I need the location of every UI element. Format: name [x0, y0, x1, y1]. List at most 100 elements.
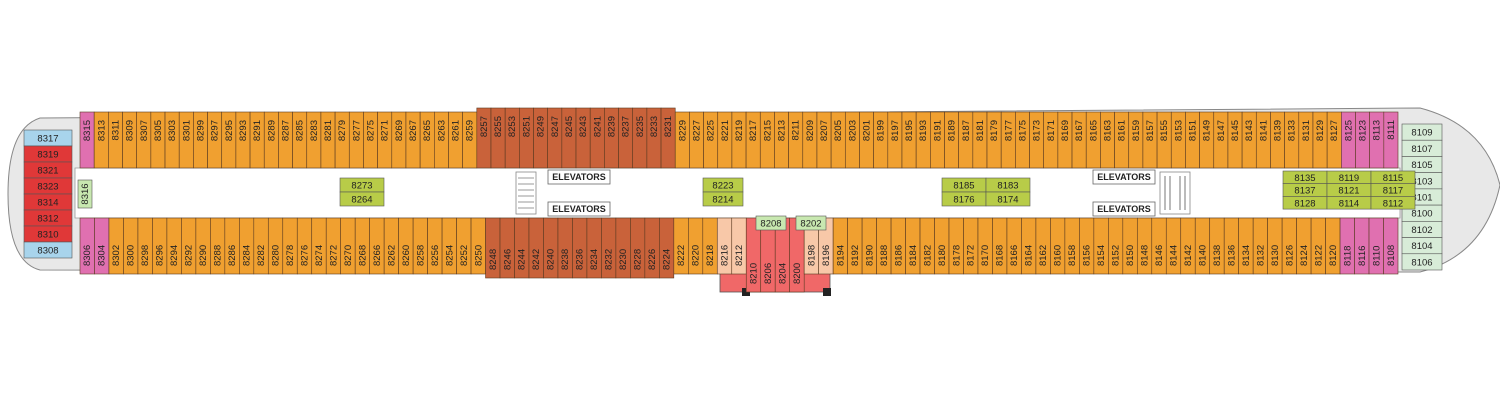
cabin-8208[interactable]: 8208	[755, 215, 787, 231]
cabin-8279[interactable]: 8279	[334, 111, 350, 169]
cabin-8147[interactable]: 8147	[1213, 111, 1229, 169]
cabin-8292[interactable]: 8292	[181, 217, 197, 275]
cabin-8130[interactable]: 8130	[1267, 217, 1283, 275]
cabin-8189[interactable]: 8189	[944, 111, 959, 169]
cabin-8227[interactable]: 8227	[689, 111, 704, 169]
cabin-8271[interactable]: 8271	[377, 111, 393, 169]
cabin-8132[interactable]: 8132	[1252, 217, 1268, 275]
cabin-8321[interactable]: 8321	[23, 161, 73, 179]
cabin-8222[interactable]: 8222	[673, 217, 689, 275]
cabin-8110[interactable]: 8110	[1368, 217, 1384, 275]
cabin-8135[interactable]: 8135	[1282, 170, 1328, 184]
cabin-8262[interactable]: 8262	[383, 217, 399, 275]
cabin-8261[interactable]: 8261	[448, 111, 463, 169]
cabin-8184[interactable]: 8184	[905, 217, 921, 275]
cabin-8218[interactable]: 8218	[702, 217, 718, 275]
cabin-8311[interactable]: 8311	[108, 111, 123, 169]
cabin-8289[interactable]: 8289	[263, 111, 279, 169]
cabin-8245[interactable]: 8245	[561, 107, 577, 169]
cabin-8214[interactable]: 8214	[702, 191, 744, 207]
cabin-8277[interactable]: 8277	[348, 111, 364, 169]
cabin-8205[interactable]: 8205	[830, 111, 846, 169]
cabin-8119[interactable]: 8119	[1326, 170, 1372, 184]
cabin-8144[interactable]: 8144	[1165, 217, 1182, 275]
cabin-8274[interactable]: 8274	[311, 217, 327, 275]
cabin-8188[interactable]: 8188	[876, 217, 892, 275]
cabin-8136[interactable]: 8136	[1223, 217, 1239, 275]
cabin-8217[interactable]: 8217	[745, 111, 761, 169]
cabin-8240[interactable]: 8240	[543, 217, 559, 279]
cabin-8243[interactable]: 8243	[575, 107, 591, 169]
cabin-8294[interactable]: 8294	[166, 217, 182, 275]
cabin-8254[interactable]: 8254	[441, 217, 457, 275]
cabin-8270[interactable]: 8270	[340, 217, 356, 275]
cabin-8152[interactable]: 8152	[1108, 217, 1124, 275]
cabin-8170[interactable]: 8170	[977, 217, 993, 275]
cabin-8139[interactable]: 8139	[1270, 111, 1285, 169]
cabin-8226[interactable]: 8226	[644, 217, 660, 279]
cabin-8209[interactable]: 8209	[802, 111, 818, 169]
cabin-8162[interactable]: 8162	[1035, 217, 1051, 275]
cabin-8181[interactable]: 8181	[972, 111, 988, 169]
cabin-8146[interactable]: 8146	[1151, 217, 1167, 275]
cabin-8247[interactable]: 8247	[547, 107, 563, 169]
cabin-8265[interactable]: 8265	[419, 111, 435, 169]
cabin-8102[interactable]: 8102	[1401, 221, 1443, 238]
cabin-8305[interactable]: 8305	[150, 111, 166, 169]
cabin-8215[interactable]: 8215	[759, 111, 775, 169]
cabin-8295[interactable]: 8295	[221, 111, 237, 169]
cabin-8317[interactable]: 8317	[23, 129, 73, 147]
cabin-8212[interactable]: 8212	[731, 217, 747, 275]
cabin-8202[interactable]: 8202	[795, 215, 827, 231]
cabin-8244[interactable]: 8244	[514, 217, 530, 279]
cabin-8309[interactable]: 8309	[122, 111, 137, 169]
cabin-8319[interactable]: 8319	[23, 145, 73, 163]
cabin-8115[interactable]: 8115	[1370, 170, 1416, 184]
cabin-8312[interactable]: 8312	[23, 209, 73, 227]
cabin-8172[interactable]: 8172	[963, 217, 979, 275]
cabin-8235[interactable]: 8235	[632, 107, 648, 169]
cabin-8221[interactable]: 8221	[717, 111, 733, 169]
cabin-8133[interactable]: 8133	[1284, 111, 1300, 169]
cabin-8290[interactable]: 8290	[195, 217, 211, 275]
cabin-8141[interactable]: 8141	[1255, 111, 1271, 169]
cabin-8300[interactable]: 8300	[123, 217, 139, 275]
cabin-8109[interactable]: 8109	[1401, 123, 1443, 141]
cabin-8260[interactable]: 8260	[398, 217, 414, 275]
cabin-8229[interactable]: 8229	[674, 111, 690, 169]
cabin-8191[interactable]: 8191	[930, 111, 945, 169]
cabin-8114[interactable]: 8114	[1326, 196, 1372, 210]
cabin-8111[interactable]: 8111	[1383, 111, 1399, 169]
cabin-8121[interactable]: 8121	[1326, 183, 1372, 197]
cabin-8234[interactable]: 8234	[586, 217, 602, 279]
cabin-8291[interactable]: 8291	[249, 111, 265, 169]
cabin-8310[interactable]: 8310	[23, 225, 73, 243]
cabin-8268[interactable]: 8268	[354, 217, 370, 275]
cabin-8238[interactable]: 8238	[557, 217, 573, 279]
cabin-8164[interactable]: 8164	[1021, 217, 1037, 275]
cabin-8281[interactable]: 8281	[320, 111, 336, 169]
cabin-8287[interactable]: 8287	[278, 111, 293, 169]
cabin-8228[interactable]: 8228	[630, 217, 646, 279]
cabin-8249[interactable]: 8249	[533, 107, 548, 169]
cabin-8106[interactable]: 8106	[1401, 253, 1443, 271]
cabin-8220[interactable]: 8220	[688, 217, 704, 275]
cabin-8314[interactable]: 8314	[23, 193, 73, 211]
cabin-8278[interactable]: 8278	[282, 217, 298, 275]
cabin-8233[interactable]: 8233	[646, 107, 662, 169]
cabin-8176[interactable]: 8176	[941, 191, 987, 207]
cabin-8230[interactable]: 8230	[615, 217, 631, 279]
cabin-8267[interactable]: 8267	[405, 111, 421, 169]
cabin-8192[interactable]: 8192	[847, 217, 863, 275]
cabin-8194[interactable]: 8194	[832, 217, 848, 275]
cabin-8112[interactable]: 8112	[1370, 196, 1416, 210]
cabin-8129[interactable]: 8129	[1312, 111, 1328, 169]
cabin-8303[interactable]: 8303	[164, 111, 180, 169]
cabin-8128[interactable]: 8128	[1282, 196, 1328, 210]
cabin-8190[interactable]: 8190	[861, 217, 877, 275]
cabin-8246[interactable]: 8246	[499, 217, 515, 279]
cabin-8213[interactable]: 8213	[774, 111, 789, 169]
cabin-8148[interactable]: 8148	[1136, 217, 1153, 275]
cabin-8272[interactable]: 8272	[325, 217, 342, 275]
cabin-8252[interactable]: 8252	[456, 217, 472, 275]
